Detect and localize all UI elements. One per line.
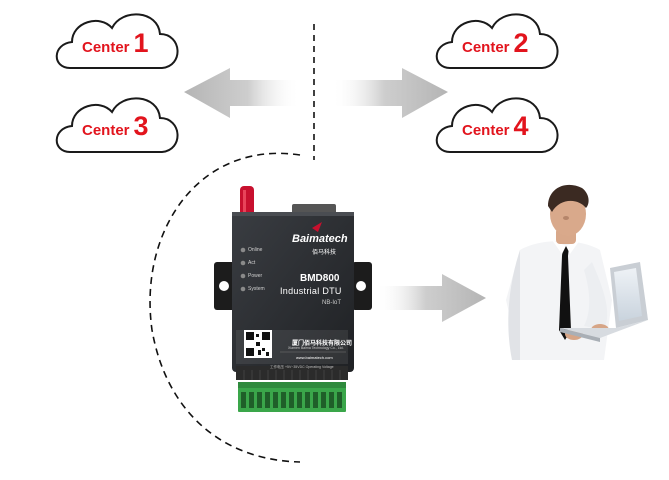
cloud-word: Center (82, 122, 130, 139)
cloud-label-center-4: Center 4 (462, 113, 529, 140)
cloud-number: 1 (133, 28, 149, 58)
antenna (240, 186, 254, 216)
qr-code (244, 330, 272, 358)
led-act (240, 260, 246, 266)
terminal-label-cells (243, 370, 341, 380)
company-name-en: Xiamen Baima Technology Co., Ltd. (288, 346, 344, 350)
device-model: BMD800 (300, 273, 340, 284)
cloud-word: Center (462, 39, 510, 56)
cloud-label-center-1: Center 1 (82, 30, 149, 57)
device-brand-cn: 佰马科技 (312, 250, 337, 256)
arrow-left (184, 68, 300, 118)
cloud-word: Center (462, 122, 510, 139)
device-network: NB-IoT (322, 300, 342, 306)
company-website: www.baimatech.com (296, 355, 333, 360)
device-brand: Baimatech (292, 233, 348, 245)
arrow-right (332, 68, 448, 118)
operating-voltage: 工作电压 +5V~35VDC Operating Voltage (270, 365, 334, 369)
cloud-number: 2 (513, 28, 529, 58)
dtu-device (214, 186, 372, 412)
arrow-to-user (376, 274, 486, 322)
cloud-center-1 (55, 13, 179, 69)
laptop (560, 262, 648, 342)
cloud-label-center-2: Center 2 (462, 30, 529, 57)
company-name-cn: 厦门佰马科技有限公司 (292, 341, 353, 347)
terminal-block (238, 382, 346, 412)
user-with-laptop (506, 184, 648, 360)
cloud-word: Center (82, 39, 130, 56)
person-tie (559, 246, 571, 340)
led-label-system: System (248, 286, 265, 292)
cloud-center-2 (435, 13, 559, 69)
led-label-power: Power (248, 273, 263, 279)
led-power (240, 273, 246, 279)
cloud-number: 4 (513, 111, 529, 141)
cloud-center-3 (55, 97, 179, 153)
led-label-act: Act (248, 260, 256, 266)
cloud-number: 3 (133, 111, 149, 141)
device-type: Industrial DTU (280, 286, 342, 296)
person-hair (548, 184, 589, 212)
led-system (240, 286, 246, 292)
led-label-online: Online (248, 247, 263, 253)
coverage-dashed-arc (149, 152, 301, 463)
cloud-label-center-3: Center 3 (82, 113, 149, 140)
cloud-center-4 (435, 97, 559, 153)
led-online (240, 247, 246, 253)
